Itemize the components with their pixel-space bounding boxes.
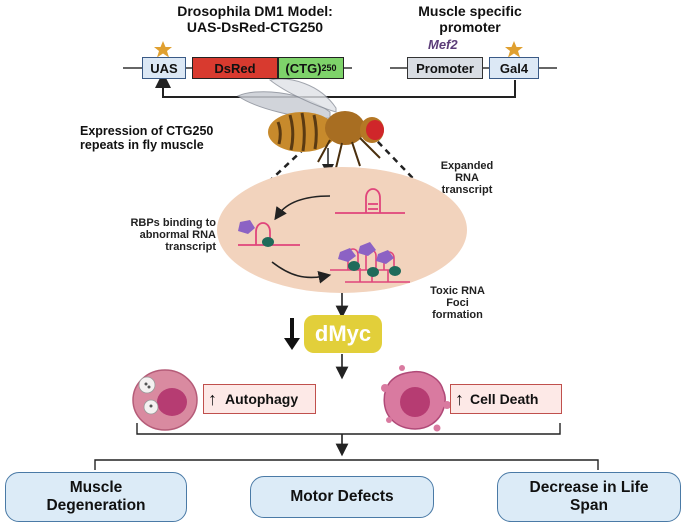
rbp-label-line2: abnormal RNA [139, 229, 216, 241]
expression-label-line1: Expression of CTG250 [80, 124, 214, 138]
promoter-title-line1: Muscle specific [418, 3, 522, 19]
promoter-title-line2: promoter [439, 19, 501, 35]
outcome-life-span: Decrease in Life Span [497, 472, 681, 522]
toxic-foci-line1: Toxic RNA [430, 285, 485, 297]
curved-arrow-1 [274, 195, 331, 221]
promoter-title: Muscle specific promoter [400, 3, 540, 35]
cell-death-label: Cell Death [470, 391, 539, 407]
autophagy-indicator: ↑ Autophagy [203, 384, 316, 414]
muscle-line1: Muscle [69, 479, 123, 496]
cell-ellipse [217, 167, 467, 293]
mef2-label: Mef2 [428, 37, 458, 52]
rbp-label-line1: RBPs binding to [130, 217, 216, 229]
rbp-bound-icon [262, 237, 274, 247]
autophagy-cell-icon [132, 369, 198, 431]
rna-hairpin-top [335, 188, 405, 214]
outcome-muscle-degeneration: Muscle Degeneration [5, 472, 187, 522]
muscle-line2: Degeneration [46, 497, 146, 514]
expression-label-line2: repeats in fly muscle [80, 138, 204, 152]
expanded-rna-line1: Expanded [440, 160, 494, 172]
promoter-box: Promoter [407, 57, 483, 79]
toxic-foci-line3: formation [432, 309, 483, 321]
cell-death-icon [381, 365, 451, 432]
ctg-subscript: 250 [321, 63, 337, 73]
uas-star-icon [154, 41, 172, 58]
gal4-star-icon [505, 41, 523, 58]
decrease-arrow-icon [284, 338, 300, 350]
gal4-to-uas-arrow [155, 72, 516, 98]
uas-box: UAS [142, 57, 186, 79]
rbp-label-line3: transcript [165, 241, 216, 253]
dsred-box: DsRed [192, 57, 278, 79]
expanded-rna-line2: RNA [455, 172, 479, 184]
expanded-rna-line3: transcript [441, 184, 493, 196]
expression-label: Expression of CTG250 repeats in fly musc… [80, 124, 213, 152]
rbp-label: RBPs binding to abnormal RNA transcript [104, 217, 216, 253]
rna-foci-cluster [330, 242, 410, 283]
expanded-rna-label: Expanded RNA transcript [432, 160, 502, 196]
life-line1: Decrease in Life [529, 479, 649, 496]
outcomes-bracket [94, 459, 599, 470]
cell-death-indicator: ↑ Cell Death [450, 384, 562, 414]
toxic-foci-label: Toxic RNA Foci formation [420, 285, 495, 321]
cells-bracket [136, 423, 561, 435]
toxic-foci-line2: Foci [446, 297, 469, 309]
curved-arrow-2 [271, 261, 332, 284]
up-arrow-icon: ↑ [455, 388, 464, 409]
autophagy-label: Autophagy [225, 391, 299, 407]
model-title-line1: Drosophila DM1 Model: [177, 3, 333, 19]
outcome-motor-defects: Motor Defects [250, 476, 434, 518]
rbp-protein-icon [238, 220, 255, 234]
gal4-box: Gal4 [489, 57, 539, 79]
up-arrow-icon: ↑ [208, 388, 217, 409]
ctg-box: (CTG)250 [278, 57, 344, 79]
model-title: Drosophila DM1 Model: UAS-DsRed-CTG250 [150, 3, 360, 35]
ctg-label: (CTG) [285, 60, 322, 76]
life-line2: Span [570, 497, 608, 514]
model-title-line2: UAS-DsRed-CTG250 [186, 19, 324, 35]
dmyc-badge: dMyc [304, 315, 382, 353]
fruit-fly-icon [237, 78, 384, 169]
